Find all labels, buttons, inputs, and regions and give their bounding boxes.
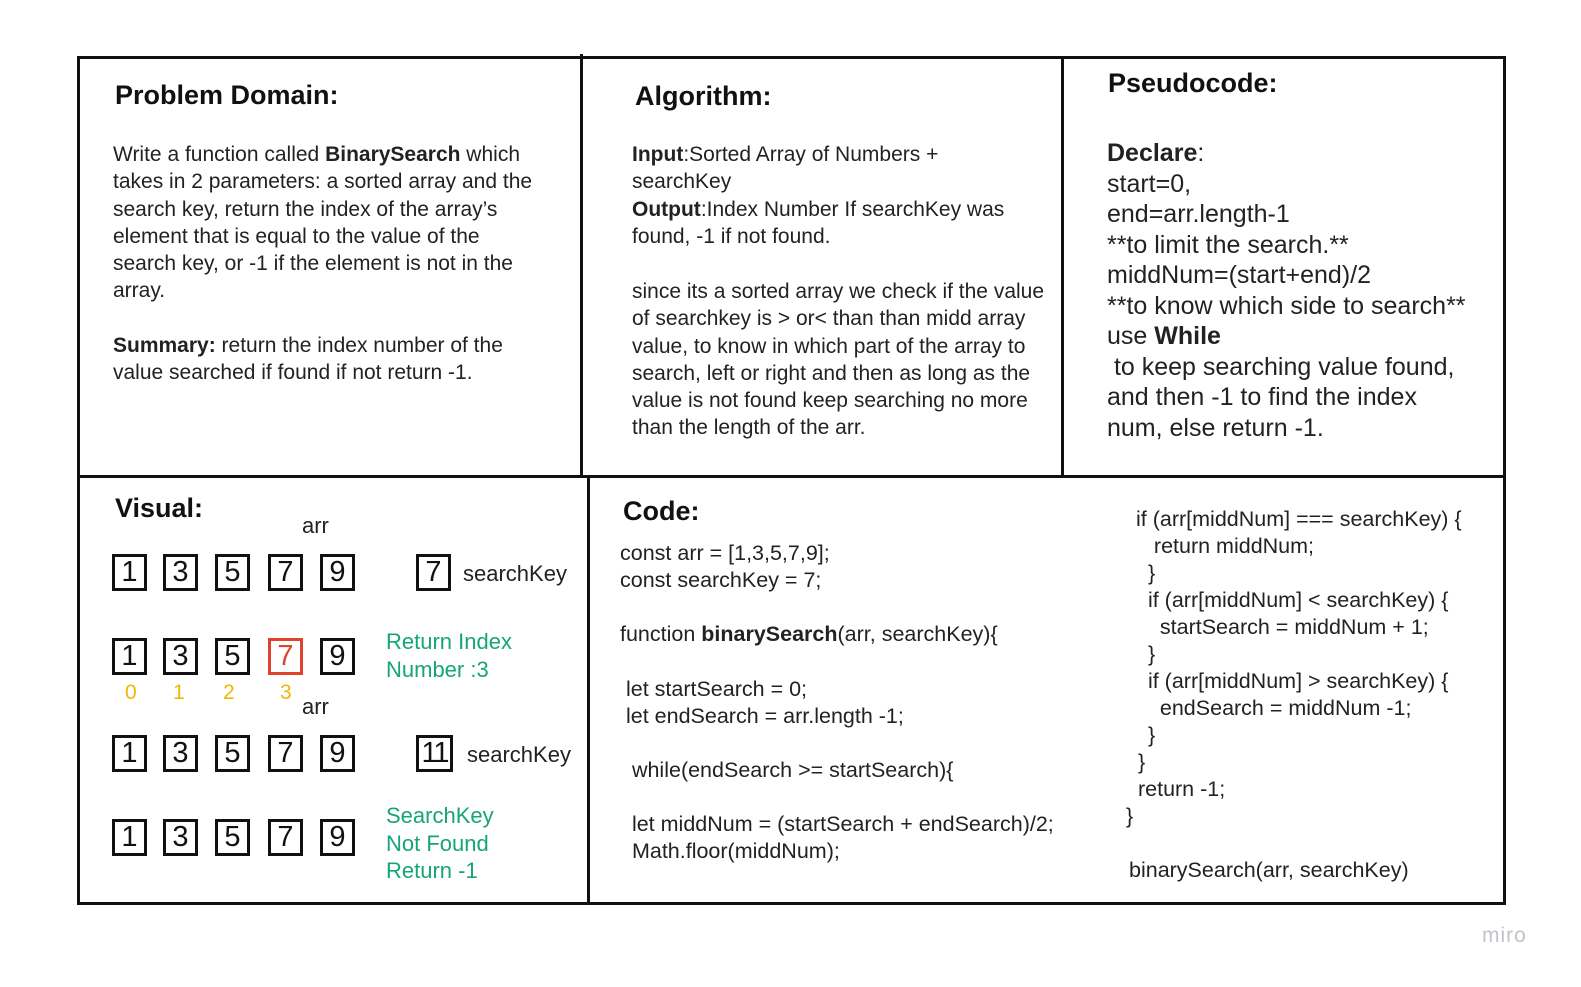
array-cell: 9: [320, 554, 355, 591]
pseudo-line: num, else return -1.: [1107, 413, 1324, 442]
problem-domain-heading: Problem Domain:: [115, 80, 339, 110]
code-line: while(endSearch >= startSearch){: [620, 758, 954, 782]
code-line: }: [1132, 750, 1146, 774]
divider-top-right: [1061, 56, 1064, 478]
code-function-decl: function binarySearch(arr, searchKey){: [620, 622, 998, 646]
code-line: }: [1136, 561, 1156, 585]
pseudo-line: middNum=(start+end)/2: [1107, 261, 1372, 289]
code-line: if (arr[middNum] > searchKey) {: [1136, 669, 1449, 693]
code-heading: Code:: [623, 496, 700, 526]
code-line: }: [1126, 804, 1134, 828]
problem-desc-fn-name: BinarySearch: [325, 143, 461, 166]
pseudo-line: and then -1 to find the index: [1107, 383, 1417, 411]
code-line: let middNum = (startSearch + endSearch)/…: [620, 812, 1054, 836]
pseudo-line: to keep searching value found,: [1107, 352, 1455, 381]
index-label: 0: [125, 681, 137, 704]
miro-watermark: miro: [1482, 924, 1527, 947]
search-key-label: searchKey: [463, 561, 567, 586]
visual-heading: Visual:: [115, 493, 204, 523]
index-label: 3: [280, 681, 292, 704]
pseudo-line: **to limit the search.**: [1107, 230, 1349, 259]
arr-label: arr: [302, 694, 329, 719]
code-line: }: [1136, 642, 1156, 666]
code-line: if (arr[middNum] < searchKey) {: [1136, 588, 1449, 612]
array-cell: 3: [163, 735, 198, 772]
array-cell: 1: [112, 819, 147, 856]
result-found: Return Index Number :3: [386, 629, 512, 682]
divider-horizontal: [77, 475, 1506, 478]
code-line: const arr = [1,3,5,7,9];: [620, 541, 830, 565]
pseudo-use-while: use While: [1107, 322, 1221, 350]
array-cell: 5: [215, 638, 250, 675]
code-line: startSearch = middNum + 1;: [1136, 615, 1429, 639]
algorithm-output: Output:Index Number If searchKey was fou…: [632, 196, 1042, 251]
result-not-found: SearchKey Not Found Return -1: [386, 803, 494, 883]
pseudocode-heading: Pseudocode:: [1108, 68, 1278, 98]
input-text: :Sorted Array of Numbers + searchKey: [632, 143, 939, 194]
code-line: const searchKey = 7;: [620, 568, 822, 592]
code-line: let endSearch = arr.length -1;: [620, 704, 904, 728]
array-cell: 9: [320, 638, 355, 675]
problem-domain-description: Write a function called BinarySearch whi…: [113, 141, 533, 305]
code-line: let startSearch = 0;: [620, 677, 808, 701]
index-label: 1: [173, 681, 185, 704]
array-cell: 1: [112, 735, 147, 772]
array-cell: 5: [215, 735, 250, 772]
code-line: }: [1136, 723, 1156, 747]
problem-desc-part2: which takes in 2 parameters: a sorted ar…: [113, 143, 533, 303]
code-line: binarySearch(arr, searchKey): [1129, 858, 1409, 882]
output-text: :Index Number If searchKey was found, -1…: [632, 198, 1005, 249]
array-cell: 1: [112, 638, 147, 675]
array-cell: 5: [215, 554, 250, 591]
code-line: if (arr[middNum] === searchKey) {: [1136, 507, 1462, 531]
array-cell: 1: [112, 554, 147, 591]
array-cell: 3: [163, 554, 198, 591]
input-label: Input: [632, 143, 684, 166]
pseudo-line: **to know which side to search**: [1107, 291, 1466, 320]
pseudo-line: end=arr.length-1: [1107, 200, 1290, 228]
search-key-label: searchKey: [467, 742, 571, 767]
code-line: return middNum;: [1136, 534, 1315, 558]
array-cell: 9: [320, 735, 355, 772]
code-line: return -1;: [1132, 777, 1226, 801]
board-frame: [77, 56, 1506, 905]
pseudo-declare: Declare:: [1107, 139, 1205, 167]
array-cell: 7: [268, 819, 303, 856]
array-cell: 7: [268, 735, 303, 772]
summary-label: Summary:: [113, 334, 216, 357]
problem-desc-part1: Write a function called: [113, 143, 326, 166]
summary-text: return the index number of the value sea…: [113, 334, 503, 385]
pseudocode-body: Declare: start=0, end=arr.length-1 **to …: [1107, 138, 1502, 443]
algorithm-description: since its a sorted array we check if the…: [632, 280, 1045, 440]
divider-bottom: [587, 476, 590, 904]
code-line: endSearch = middNum -1;: [1136, 696, 1412, 720]
code-line: Math.floor(middNum);: [620, 839, 840, 863]
algorithm-input: Input:Sorted Array of Numbers + searchKe…: [632, 141, 1042, 196]
algorithm-heading: Algorithm:: [635, 81, 772, 111]
divider-top-left: [580, 54, 583, 478]
output-label: Output: [632, 198, 701, 221]
array-cell: 7: [268, 554, 303, 591]
index-label: 2: [223, 681, 235, 704]
array-cell-found: 7: [268, 638, 303, 675]
arr-label: arr: [302, 513, 329, 538]
pseudo-line: start=0,: [1107, 169, 1192, 198]
array-cell: 9: [320, 819, 355, 856]
search-key-box: 7: [416, 554, 451, 591]
array-cell: 3: [163, 819, 198, 856]
array-cell: 5: [215, 819, 250, 856]
search-key-box: 11: [416, 735, 453, 772]
array-cell: 3: [163, 638, 198, 675]
problem-domain-summary: Summary: return the index number of the …: [113, 332, 533, 387]
